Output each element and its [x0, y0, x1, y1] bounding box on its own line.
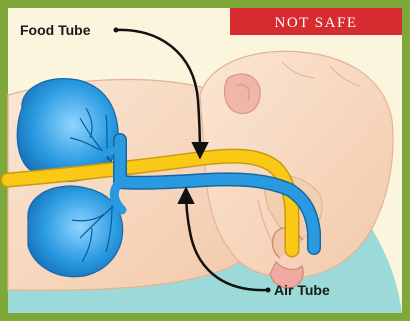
air-tube-label: Air Tube [274, 282, 330, 298]
food-tube-label: Food Tube [20, 22, 91, 38]
pointer-dot [266, 288, 271, 293]
ear [225, 74, 261, 113]
pointer-dot [114, 28, 119, 33]
not-safe-badge-text: NOT SAFE [275, 15, 358, 31]
lower-lung [28, 186, 123, 277]
